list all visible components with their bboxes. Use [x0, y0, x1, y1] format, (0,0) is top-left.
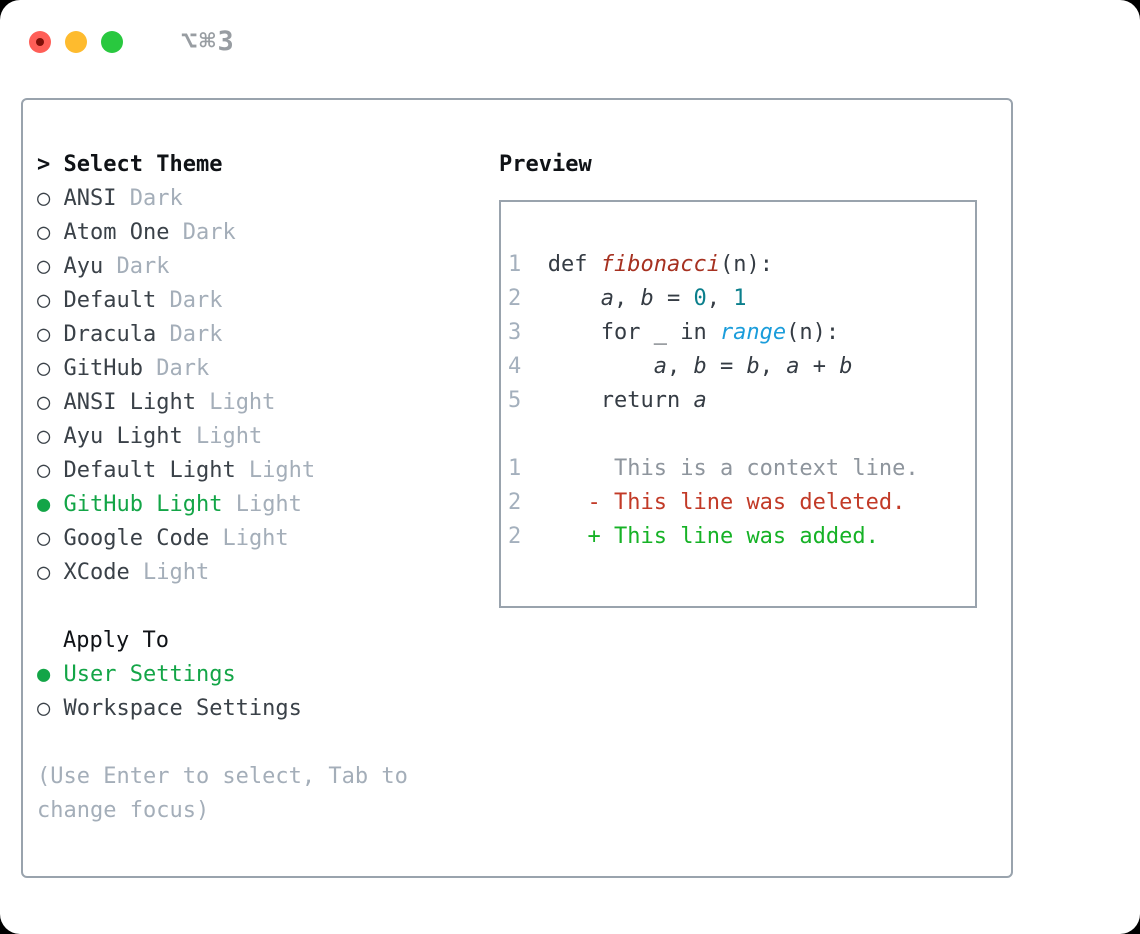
line-number: 3	[508, 320, 548, 345]
theme-variant: Dark	[103, 254, 170, 279]
theme-name: GitHub Light	[63, 492, 223, 517]
theme-variant: Dark	[116, 186, 183, 211]
apply-to-heading: Apply To	[63, 628, 169, 653]
radio-unselected-icon: ○	[37, 696, 64, 721]
theme-option-xcode[interactable]: ○ XCode Light	[37, 556, 477, 590]
radio-unselected-icon: ○	[37, 288, 64, 313]
preview-line: 4 a, b = b, a + b	[508, 354, 853, 379]
line-number: 2	[508, 286, 548, 311]
theme-name: XCode	[63, 560, 130, 585]
line-number: 2	[508, 524, 548, 549]
preview-line: 2 - This line was deleted.	[508, 490, 906, 515]
line-number	[508, 422, 548, 447]
cursor-icon: >	[37, 152, 64, 177]
main-panel: > Select Theme ○ ANSI Dark○ Atom One Dar…	[21, 98, 1013, 878]
theme-name: GitHub	[63, 356, 143, 381]
theme-name: ANSI	[63, 186, 117, 211]
zoom-button-icon[interactable]	[101, 30, 123, 53]
preview-heading: Preview	[499, 152, 592, 177]
select-theme-heading-label: Select Theme	[63, 152, 223, 177]
preview-line: 1 This is a context line.	[508, 456, 919, 481]
radio-selected-icon: ●	[37, 492, 64, 517]
radio-unselected-icon: ○	[37, 254, 64, 279]
theme-name: ANSI Light	[63, 390, 196, 415]
theme-option-default-light[interactable]: ○ Default Light Light	[37, 454, 477, 488]
theme-name: Ayu	[63, 254, 104, 279]
theme-option-ansi[interactable]: ○ ANSI Dark	[37, 182, 477, 216]
theme-option-atom-one[interactable]: ○ Atom One Dark	[37, 216, 477, 250]
apply-option-label: User Settings	[63, 662, 236, 687]
theme-option-default[interactable]: ○ Default Dark	[37, 284, 477, 318]
theme-variant: Light	[209, 526, 289, 551]
theme-sidebar: > Select Theme ○ ANSI Dark○ Atom One Dar…	[37, 148, 477, 828]
line-number: 4	[508, 354, 548, 379]
line-number: 2	[508, 490, 548, 515]
theme-variant: Light	[222, 492, 302, 517]
apply-to-list: ● User Settings○ Workspace Settings	[37, 658, 477, 726]
apply-option-label: Workspace Settings	[63, 696, 302, 721]
theme-variant: Dark	[156, 322, 223, 347]
radio-unselected-icon: ○	[37, 322, 64, 347]
window-title-shortcut: ⌥⌘3	[181, 26, 236, 57]
theme-list: ○ ANSI Dark○ Atom One Dark○ Ayu Dark○ De…	[37, 182, 477, 590]
help-text: (Use Enter to select, Tab to change focu…	[37, 764, 408, 823]
theme-option-github[interactable]: ○ GitHub Dark	[37, 352, 477, 386]
theme-variant: Light	[129, 560, 210, 585]
preview-box: 1 def fibonacci(n): 2 a, b = 0, 1 3 for _ …	[499, 200, 977, 608]
radio-unselected-icon: ○	[37, 220, 64, 245]
theme-name: Dracula	[63, 322, 157, 347]
select-theme-heading: > Select Theme	[37, 148, 477, 182]
theme-option-ayu[interactable]: ○ Ayu Dark	[37, 250, 477, 284]
theme-variant: Dark	[156, 288, 223, 313]
theme-option-dracula[interactable]: ○ Dracula Dark	[37, 318, 477, 352]
preview-line: 5 return a	[508, 388, 707, 413]
radio-unselected-icon: ○	[37, 424, 64, 449]
preview-line: 1 def fibonacci(n):	[508, 252, 773, 277]
theme-name: Ayu Light	[63, 424, 183, 449]
theme-variant: Dark	[142, 356, 210, 381]
theme-variant: Light	[195, 390, 276, 415]
theme-option-ansi-light[interactable]: ○ ANSI Light Light	[37, 386, 477, 420]
theme-name: Default	[63, 288, 157, 313]
preview-line: 3 for _ in range(n):	[508, 320, 840, 345]
theme-option-github-light[interactable]: ● GitHub Light Light	[37, 488, 477, 522]
spacer	[37, 590, 477, 624]
theme-variant: Light	[235, 458, 316, 483]
radio-selected-icon: ●	[37, 662, 64, 687]
radio-unselected-icon: ○	[37, 390, 64, 415]
spacer	[37, 726, 477, 760]
theme-name: Google Code	[63, 526, 210, 551]
close-button-icon[interactable]	[29, 30, 51, 53]
theme-name: Default Light	[63, 458, 236, 483]
theme-option-ayu-light[interactable]: ○ Ayu Light Light	[37, 420, 477, 454]
theme-variant: Dark	[169, 220, 236, 245]
theme-option-google-code[interactable]: ○ Google Code Light	[37, 522, 477, 556]
radio-unselected-icon: ○	[37, 560, 64, 585]
apply-option-user-settings[interactable]: ● User Settings	[37, 658, 477, 692]
radio-unselected-icon: ○	[37, 186, 64, 211]
radio-unselected-icon: ○	[37, 356, 64, 381]
minimize-button-icon[interactable]	[65, 30, 87, 53]
radio-unselected-icon: ○	[37, 458, 64, 483]
preview-line: 2 a, b = 0, 1	[508, 286, 747, 311]
line-number: 1	[508, 456, 548, 481]
line-number: 1	[508, 252, 548, 277]
titlebar: ⌥⌘3	[29, 26, 236, 57]
theme-name: Atom One	[63, 220, 170, 245]
radio-unselected-icon: ○	[37, 526, 64, 551]
line-number: 5	[508, 388, 548, 413]
preview-line: 2 + This line was added.	[508, 524, 879, 549]
preview-line	[508, 418, 969, 452]
theme-variant: Light	[182, 424, 263, 449]
preview-column: Preview 1 def fibonacci(n): 2 a, b = 0, 1…	[499, 148, 989, 608]
apply-option-workspace-settings[interactable]: ○ Workspace Settings	[37, 692, 477, 726]
